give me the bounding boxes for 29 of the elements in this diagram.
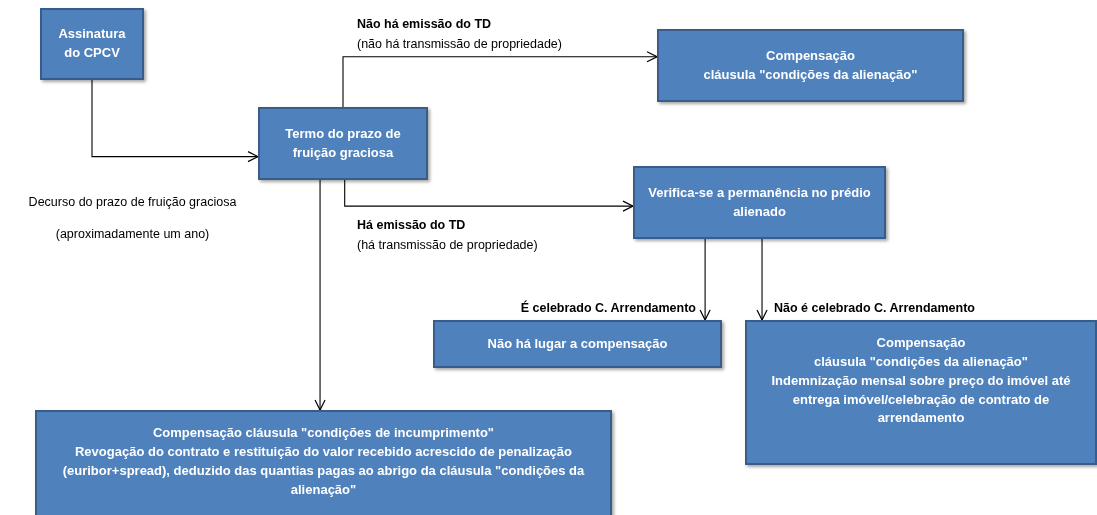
- process-box: [35, 410, 612, 515]
- arrow: [699, 238, 711, 321]
- arrow: [91, 79, 259, 163]
- box-text: Verifica-se a permanência no prédio alienado: [647, 183, 872, 221]
- box-text: Não há lugar a compensação: [487, 334, 668, 353]
- process-box: [40, 8, 144, 80]
- box-text: Compensação: [876, 334, 966, 352]
- edge-label: Não é celebrado C. Arrendamento: [774, 300, 976, 316]
- edge-label: Não há emissão do TD (não há transmissão de propriedade): [357, 16, 563, 53]
- box-text: Termo do prazo de fruição graciosa: [284, 124, 402, 162]
- edge-label: Decurso do prazo de fruição graciosa (aproximadamente um ano): [27, 194, 238, 243]
- arrow: [314, 179, 326, 411]
- process-box: [633, 166, 886, 239]
- box-text: Compensação: [766, 46, 855, 65]
- process-box: [657, 29, 964, 102]
- arrow: [756, 238, 768, 321]
- edge-label: É celebrado C. Arrendamento: [519, 300, 696, 316]
- arrow: [342, 51, 658, 108]
- box-text: Compensação cláusula "condições de incumprimento": [153, 424, 494, 442]
- process-box: [433, 320, 722, 368]
- box-text: cláusula "condições da alienação": [814, 352, 1028, 371]
- box-text: Assinatura do CPCV: [57, 25, 127, 62]
- box-text: Revogação do contrato e restituição do valor recebido acrescido de penalização (euribor+spread), deduzido das quantias pagas ao abrigo da cláusula "condições da alienação": [61, 442, 586, 499]
- process-box: [258, 107, 428, 180]
- arrow: [344, 179, 634, 212]
- box-text: cláusula "condições da alienação": [703, 65, 918, 84]
- process-box: [745, 320, 1097, 465]
- edge-label: Há emissão do TD (há transmissão de propriedade): [357, 217, 539, 254]
- box-text: Indemnização mensal sobre preço do imóvel até entrega imóvel/celebração de contrato de arrendamento: [770, 371, 1072, 428]
